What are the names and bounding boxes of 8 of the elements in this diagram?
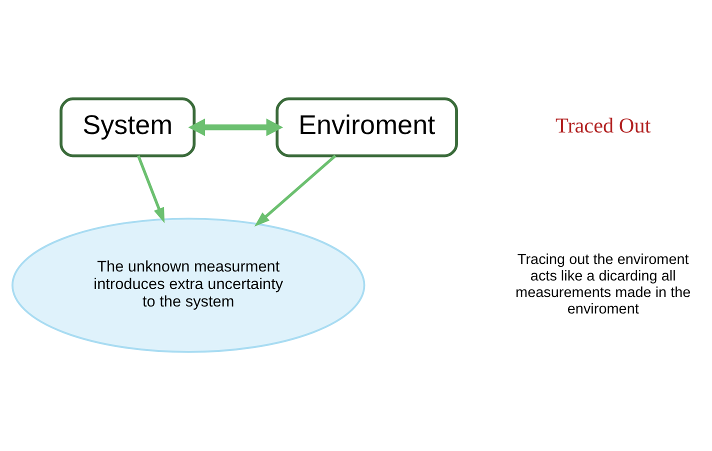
node-box: Enviroment [276, 97, 458, 158]
node-ellipse: The unknown measurment introduces extra uncertainty to the system [12, 218, 366, 353]
arrow [188, 118, 284, 136]
label: Tracing out the enviroment acts like a dicarding all measurements made in the enviroment [516, 252, 691, 318]
label: Traced Out [555, 114, 651, 138]
arrow [136, 155, 165, 224]
node-box: System [60, 97, 196, 158]
arrow [254, 154, 336, 227]
